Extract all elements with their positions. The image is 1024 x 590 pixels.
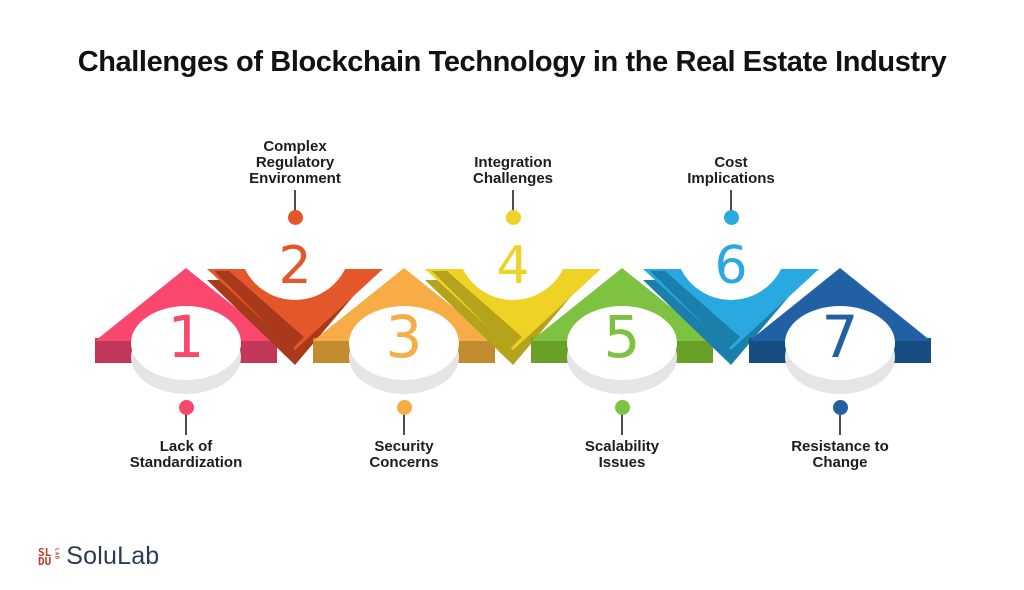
item-label-line: Challenges <box>472 170 554 187</box>
disc-face-5 <box>567 306 677 380</box>
item-label-line: Complex <box>263 138 327 155</box>
solulab-logo-icon: SL DU LAB <box>38 545 60 568</box>
logo-icon-row-top: SL <box>38 545 52 559</box>
item-label-line: Implications <box>687 170 775 187</box>
logo-icon-row-bottom: DU <box>38 554 52 568</box>
chevron-edge-shadow-2 <box>214 271 304 349</box>
chevron-notch-2 <box>239 188 351 300</box>
chevron-shape-2 <box>207 269 383 350</box>
item-label-line: Integration <box>474 154 552 171</box>
connector-dot-6 <box>723 210 739 225</box>
item-label-line: Resistance to <box>791 438 889 455</box>
connector-dot-5 <box>614 400 630 415</box>
item-label-line: Environment <box>249 170 341 187</box>
disc-face-7 <box>785 306 895 380</box>
item-number-7: 7 <box>822 303 859 371</box>
chevron-shape-4 <box>425 269 601 350</box>
connector-dot-1 <box>178 400 194 415</box>
item-number-3: 3 <box>386 303 423 371</box>
connector-line-1 <box>184 414 188 435</box>
connector-dot-7 <box>832 400 848 415</box>
shapes-layer <box>95 188 931 365</box>
connector-line-3 <box>402 414 406 435</box>
item-label-line: Lack of <box>159 438 213 455</box>
connector-line-7 <box>838 414 842 435</box>
item-label-line: Regulatory <box>255 154 335 171</box>
chevron-edge-shadow-6 <box>650 271 740 349</box>
numbers-layer: 1 2 3 4 5 6 7 <box>168 236 859 371</box>
item-number-4: 4 <box>496 236 529 296</box>
chevron-notch-4 <box>457 188 569 300</box>
discs-layer <box>131 306 895 394</box>
connector-line-2 <box>293 190 297 211</box>
item-number-5: 5 <box>604 303 641 371</box>
connector-dot-3 <box>396 400 412 415</box>
item-label-line: Concerns <box>369 454 439 471</box>
disc-face-1 <box>131 306 241 380</box>
chevron-notch-6 <box>675 188 787 300</box>
connector-line-6 <box>729 190 733 211</box>
disc-face-3 <box>349 306 459 380</box>
connector-dot-4 <box>505 210 521 225</box>
page-title: Challenges of Blockchain Technology in t… <box>77 46 947 78</box>
item-label-line: Scalability <box>584 438 660 455</box>
logo-icon-side-text: LAB <box>53 547 60 560</box>
item-number-2: 2 <box>278 236 311 296</box>
connector-dot-2 <box>287 210 303 225</box>
chevron-edge-shadow-4 <box>432 271 522 349</box>
brand-name: SoluLab <box>66 542 160 570</box>
item-label-line: Security <box>374 438 434 455</box>
item-number-1: 1 <box>168 303 205 371</box>
item-label-line: Issues <box>598 454 646 471</box>
item-label-line: Cost <box>714 154 748 171</box>
connector-line-4 <box>511 190 515 211</box>
item-label-line: Change <box>812 454 868 471</box>
chevron-shape-6 <box>643 269 819 350</box>
item-number-6: 6 <box>714 236 747 296</box>
connector-line-5 <box>620 414 624 435</box>
brand-logo: SL DU LAB SoluLab <box>38 542 159 571</box>
item-label-line: Standardization <box>129 454 243 471</box>
